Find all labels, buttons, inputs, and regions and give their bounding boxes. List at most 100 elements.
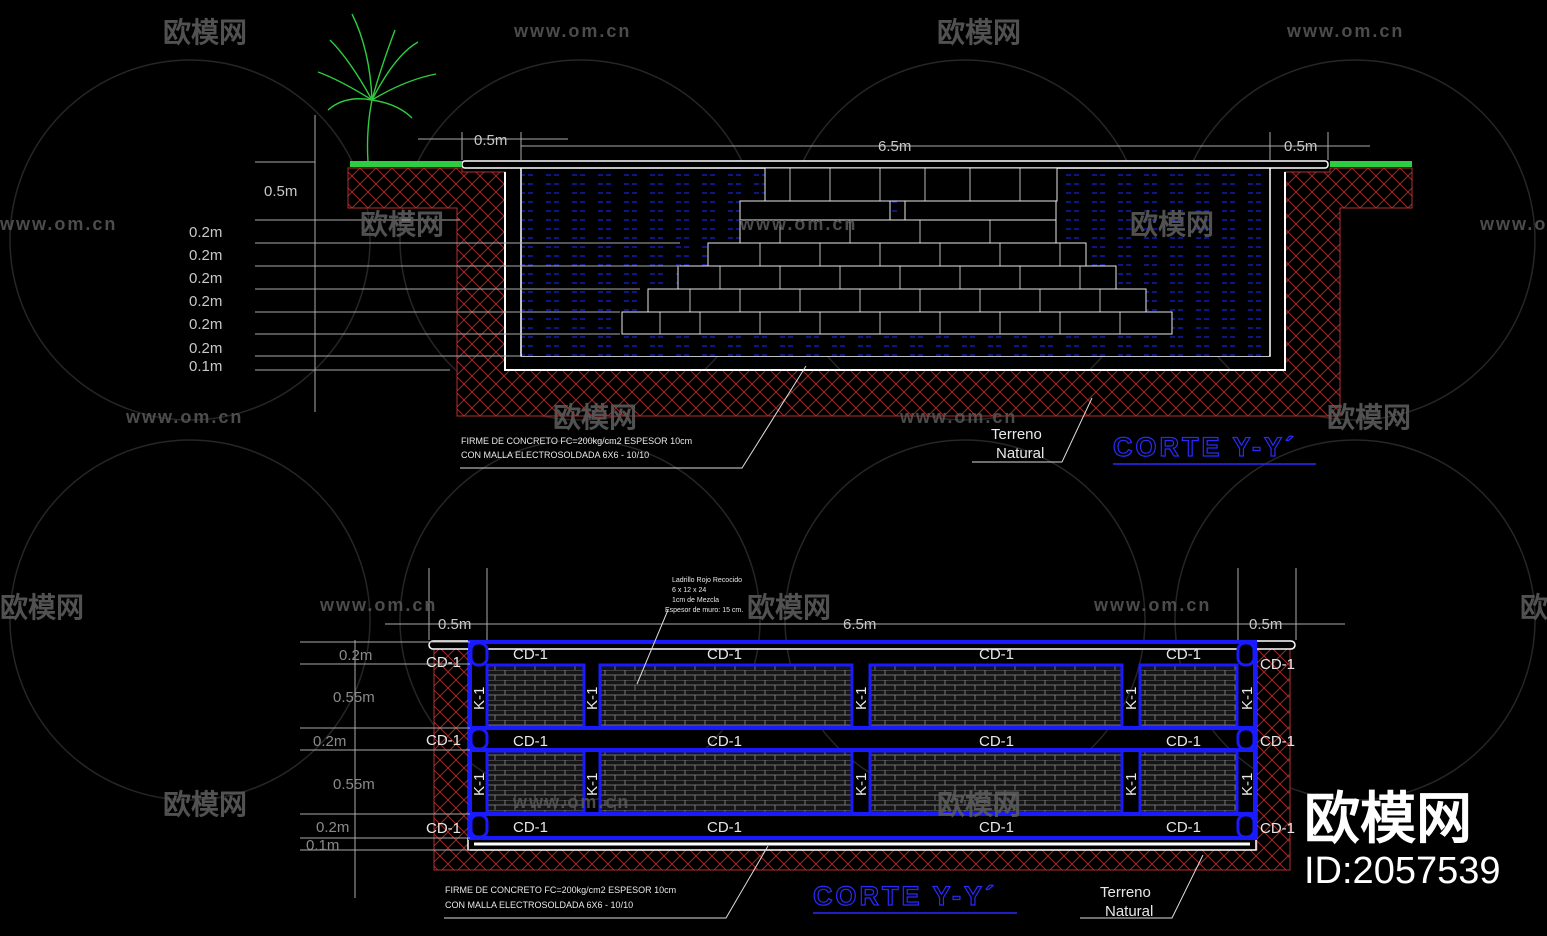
beam-label: CD-1 — [426, 820, 461, 837]
brand-logo: 欧模网 ID:2057539 — [1304, 787, 1501, 892]
lower-column-nodes — [469, 641, 1256, 839]
column-label: K-1 — [1239, 687, 1256, 710]
beam-label: CD-1 — [979, 733, 1014, 750]
lower-terrain-line1: Terreno — [1100, 884, 1151, 901]
upper-dim-left-0: 0.5m — [264, 183, 297, 200]
column-label: K-1 — [1239, 773, 1256, 796]
watermark-brand: 欧模网 — [553, 402, 637, 433]
brick-note-line4: Espesor de muro: 15 cm. — [665, 607, 743, 614]
upper-dim-lines — [255, 115, 1370, 412]
watermark-url: www.om.cn — [513, 21, 631, 41]
watermark-brand: 欧模网 — [0, 592, 84, 623]
palm-tree-icon — [317, 13, 437, 163]
beam-label: CD-1 — [1260, 733, 1295, 750]
watermark-brand: 欧模网 — [1520, 592, 1547, 623]
watermark-brand: 欧模网 — [747, 592, 831, 623]
lower-note-line2: CON MALLA ELECTROSOLDADA 6X6 - 10/10 — [445, 900, 633, 910]
watermark-circles — [9, 59, 1536, 801]
beam-label: CD-1 — [1166, 733, 1201, 750]
lower-dim-left-4: 0.2m — [316, 819, 349, 836]
watermark-brand: 欧模网 — [360, 209, 444, 240]
upper-fountain-joints — [659, 168, 1121, 334]
upper-terrain-line2: Natural — [996, 445, 1044, 462]
lower-leaders — [444, 845, 1204, 919]
column-label: K-1 — [471, 773, 488, 796]
upper-dim-left-1: 0.2m — [189, 224, 222, 241]
watermark-brand: 欧模网 — [937, 17, 1021, 48]
watermark-url: www.om.cn — [512, 792, 630, 812]
upper-note-line1: FIRME DE CONCRETO FC=200kg/cm2 ESPESOR 1… — [461, 436, 692, 446]
brick-note-line1: Ladrillo Rojo Recocido — [672, 577, 742, 584]
lower-dim-top-center: 6.5m — [843, 616, 876, 633]
beam-label: CD-1 — [1166, 646, 1201, 663]
lower-dim-left-0: 0.2m — [339, 647, 372, 664]
upper-fountain-steps — [621, 167, 1173, 335]
upper-dim-top-center: 6.5m — [878, 138, 911, 155]
beam-label: CD-1 — [513, 646, 548, 663]
column-label: K-1 — [1123, 687, 1140, 710]
column-label: K-1 — [584, 773, 601, 796]
beam-label: CD-1 — [426, 654, 461, 671]
brick-note-line3: 1cm de Mezcla — [672, 597, 719, 604]
brick-note-line2: 6 x 12 x 24 — [672, 587, 706, 594]
beam-label: CD-1 — [979, 646, 1014, 663]
brand-id: ID:2057539 — [1304, 850, 1501, 892]
lower-dim-left-3: 0.55m — [333, 776, 375, 793]
watermark-url: www.om.cn — [1479, 214, 1547, 234]
column-label: K-1 — [1123, 773, 1140, 796]
brand-logo-text: 欧模网 — [1304, 787, 1472, 850]
beam-label: CD-1 — [1260, 820, 1295, 837]
lower-note-line1: FIRME DE CONCRETO FC=200kg/cm2 ESPESOR 1… — [445, 885, 676, 895]
watermarks: 欧模网 www.om.cn 欧模网 www.om.cn www.om.cn 欧模… — [0, 17, 1547, 820]
watermark-url: www.om.cn — [1093, 595, 1211, 615]
upper-dim-left-5: 0.2m — [189, 316, 222, 333]
beam-label: CD-1 — [426, 732, 461, 749]
column-label: K-1 — [853, 773, 870, 796]
watermark-url: www.om.cn — [739, 214, 857, 234]
beam-label: CD-1 — [979, 819, 1014, 836]
watermark-url: www.om.cn — [0, 214, 117, 234]
beam-label: CD-1 — [513, 733, 548, 750]
beam-label: CD-1 — [707, 819, 742, 836]
lower-terrain-line2: Natural — [1105, 903, 1153, 920]
watermark-brand: 欧模网 — [937, 789, 1021, 820]
brick-note-leader — [636, 609, 669, 685]
watermark-brand: 欧模网 — [1130, 209, 1214, 240]
beam-label: CD-1 — [707, 646, 742, 663]
column-label: K-1 — [471, 687, 488, 710]
lower-dim-left-5: 0.1m — [306, 837, 339, 854]
column-label: K-1 — [584, 687, 601, 710]
upper-dim-left-6: 0.2m — [189, 340, 222, 357]
upper-pond-wall — [504, 172, 1286, 371]
watermark-url: www.om.cn — [125, 407, 243, 427]
lower-brick-panels — [485, 663, 1239, 815]
lower-column-labels: K-1 K-1 K-1 K-1 K-1 K-1 K-1 K-1 K-1 K-1 — [471, 687, 1256, 796]
grass-right — [1330, 161, 1412, 167]
upper-coping — [461, 160, 1329, 169]
lower-dim-top-left: 0.5m — [438, 616, 471, 633]
upper-dim-left-3: 0.2m — [189, 270, 222, 287]
lower-dim-left-1: 0.55m — [333, 689, 375, 706]
beam-label: CD-1 — [1166, 819, 1201, 836]
watermark-brand: 欧模网 — [163, 789, 247, 820]
beam-label: CD-1 — [513, 819, 548, 836]
column-label: K-1 — [853, 687, 870, 710]
upper-dim-left-4: 0.2m — [189, 293, 222, 310]
upper-dim-left-2: 0.2m — [189, 247, 222, 264]
beam-label: CD-1 — [1260, 656, 1295, 673]
beam-label: CD-1 — [707, 733, 742, 750]
watermark-url: www.om.cn — [899, 407, 1017, 427]
upper-soil-hatch — [347, 167, 1413, 417]
upper-section: 0.5m 6.5m 0.5m 0.5m 0.2m 0.2m 0.2m 0.2m … — [189, 13, 1413, 469]
upper-dim-left-7: 0.1m — [189, 358, 222, 375]
upper-leaders — [460, 365, 1093, 469]
watermark-url: www.om.cn — [319, 595, 437, 615]
lower-dim-left-2: 0.2m — [313, 733, 346, 750]
upper-terrain-line1: Terreno — [991, 426, 1042, 443]
lower-dim-lines — [300, 568, 1345, 898]
upper-dim-top-right: 0.5m — [1284, 138, 1317, 155]
grass-left — [350, 161, 462, 167]
upper-dim-top-left: 0.5m — [474, 132, 507, 149]
watermark-brand: 欧模网 — [163, 17, 247, 48]
